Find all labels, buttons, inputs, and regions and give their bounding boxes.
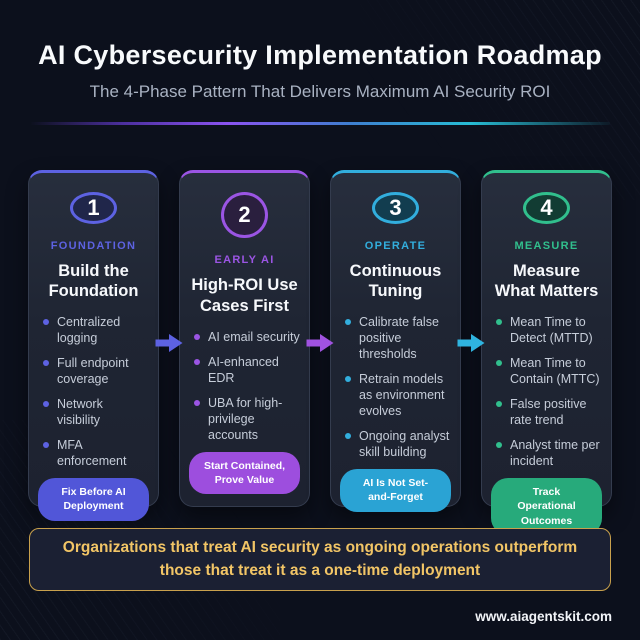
bullet-item: UBA for high-privilege accounts xyxy=(194,395,300,443)
bullet-item: False positive rate trend xyxy=(496,396,602,428)
phases-row: 1 FOUNDATION Build the Foundation Centra… xyxy=(28,170,612,535)
phase-card-operate: 3 OPERATE Continuous Tuning Calibrate fa… xyxy=(330,170,461,512)
page-title: AI Cybersecurity Implementation Roadmap xyxy=(38,40,602,70)
gradient-divider xyxy=(30,122,610,125)
bullet-list: AI email security AI-enhanced EDR UBA fo… xyxy=(189,329,300,452)
right-arrow-icon xyxy=(306,334,334,352)
right-arrow-icon xyxy=(457,334,485,352)
phase-number: 1 xyxy=(87,195,100,220)
key-takeaway-text: Organizations that treat AI security as … xyxy=(62,539,578,579)
bullet-list: Centralized logging Full endpoint covera… xyxy=(38,314,149,478)
phase-title: High-ROI Use Cases First xyxy=(191,276,298,315)
phase-number-badge: 3 xyxy=(372,192,419,224)
bullet-item: Retrain models as environment evolves xyxy=(345,371,451,419)
bullet-item: AI email security xyxy=(194,329,300,345)
key-takeaway-callout: Organizations that treat AI security as … xyxy=(29,528,611,591)
bullet-item: Mean Time to Detect (MTTD) xyxy=(496,314,602,346)
bullet-list: Mean Time to Detect (MTTD) Mean Time to … xyxy=(491,314,602,478)
phase-action-pill: Track Operational Outcomes xyxy=(491,478,602,535)
bullet-item: MFA enforcement xyxy=(43,437,149,469)
phase-action-pill: Fix Before AI Deployment xyxy=(38,478,149,521)
phase-label: OPERATE xyxy=(364,240,427,252)
header: AI Cybersecurity Implementation Roadmap … xyxy=(0,40,640,102)
phase-card-early-ai: 2 EARLY AI High-ROI Use Cases First AI e… xyxy=(179,170,310,507)
bullet-item: Analyst time per incident xyxy=(496,437,602,469)
right-arrow-icon xyxy=(155,334,183,352)
phase-number-badge: 2 xyxy=(221,192,268,239)
phase-action-pill: AI Is Not Set-and-Forget xyxy=(340,469,451,512)
phase-label: EARLY AI xyxy=(214,254,275,267)
bullet-item: Mean Time to Contain (MTTC) xyxy=(496,355,602,387)
phase-number: 4 xyxy=(540,195,553,220)
phase-number-badge: 1 xyxy=(70,192,117,224)
phase-number: 2 xyxy=(238,202,251,228)
phase-label: FOUNDATION xyxy=(50,240,137,252)
phase-title: Measure What Matters xyxy=(494,262,599,301)
phase-label: MEASURE xyxy=(514,240,579,252)
phase-action-pill: Start Contained, Prove Value xyxy=(189,451,300,494)
bullet-list: Calibrate false positive thresholds Retr… xyxy=(340,314,451,469)
bullet-item: Full endpoint coverage xyxy=(43,355,149,387)
bullet-item: AI-enhanced EDR xyxy=(194,354,300,386)
phase-title: Continuous Tuning xyxy=(349,262,442,301)
website-link[interactable]: www.aiagentskit.com xyxy=(475,609,612,624)
bullet-item: Ongoing analyst skill building xyxy=(345,428,451,460)
bullet-item: Calibrate false positive thresholds xyxy=(345,314,451,362)
phase-card-foundation: 1 FOUNDATION Build the Foundation Centra… xyxy=(28,170,159,521)
phase-title: Build the Foundation xyxy=(48,262,139,301)
page-subtitle: The 4-Phase Pattern That Delivers Maximu… xyxy=(89,82,551,101)
phase-number-badge: 4 xyxy=(523,192,570,224)
bullet-item: Network visibility xyxy=(43,396,149,428)
phase-card-measure: 4 MEASURE Measure What Matters Mean Time… xyxy=(481,170,612,535)
bullet-item: Centralized logging xyxy=(43,314,149,346)
phase-number: 3 xyxy=(389,195,402,220)
